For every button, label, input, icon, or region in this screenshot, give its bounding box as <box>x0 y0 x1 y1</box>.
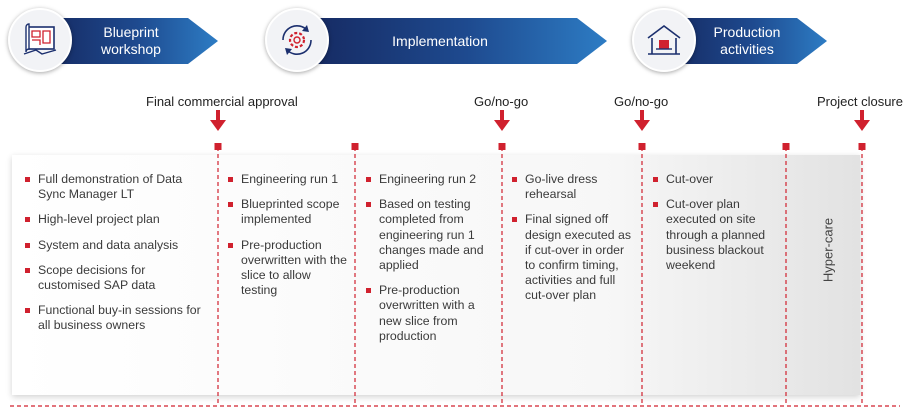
milestone-go-no-go-1: Go/no-go <box>474 94 529 109</box>
milestone-arrow <box>494 110 510 131</box>
list-item: Pre-production overwritten with a new sl… <box>365 283 497 344</box>
phase-arrow <box>295 18 607 64</box>
warehouse-icon <box>632 8 696 72</box>
timeline-band <box>12 155 860 395</box>
list-item: Cut-over <box>652 172 780 187</box>
hyper-care-label: Hyper-care <box>818 200 838 300</box>
phase-implementation: Implementation <box>265 8 607 72</box>
milestone-arrow <box>210 110 226 131</box>
milestone-arrow <box>854 110 870 131</box>
phase-arrow <box>38 18 218 64</box>
list-item: Engineering run 1 <box>227 172 347 187</box>
blueprint-icon <box>8 8 72 72</box>
column-engineering-run-2: Engineering run 2 Based on testing compl… <box>365 172 497 354</box>
gear-cycle-icon <box>265 8 329 72</box>
list-item: High-level project plan <box>24 212 210 227</box>
phase-label: Blueprint workshop <box>101 24 161 57</box>
milestone-arrow <box>634 110 650 131</box>
list-item: Blueprinted scope implemented <box>227 197 347 227</box>
list-item: Functional buy-in sessions for all busin… <box>24 303 210 333</box>
phase-blueprint-workshop: Blueprint workshop <box>8 8 218 72</box>
list-item: Cut-over plan executed on site through a… <box>652 197 780 273</box>
list-item: Engineering run 2 <box>365 172 497 187</box>
column-blueprint: Full demonstration of Data Sync Manager … <box>24 172 210 344</box>
phase-label: Production activities <box>713 24 781 57</box>
phase-production-activities: Production activities <box>632 8 827 72</box>
column-cut-over: Cut-over Cut-over plan executed on site … <box>652 172 780 283</box>
list-item: System and data analysis <box>24 238 210 253</box>
column-go-live-rehearsal: Go-live dress rehearsal Final signed off… <box>511 172 635 314</box>
list-item: Based on testing completed from engineer… <box>365 197 497 273</box>
list-item: Full demonstration of Data Sync Manager … <box>24 172 210 202</box>
milestone-final-commercial-approval: Final commercial approval <box>146 94 298 109</box>
milestone-project-closure: Project closure <box>817 94 903 109</box>
list-item: Final signed off design executed as if c… <box>511 212 635 303</box>
column-engineering-run-1: Engineering run 1 Blueprinted scope impl… <box>227 172 347 308</box>
milestone-go-no-go-2: Go/no-go <box>614 94 669 109</box>
hyper-care-text: Hyper-care <box>820 217 836 283</box>
phase-label: Implementation <box>392 32 488 49</box>
list-item: Scope decisions for customised SAP data <box>24 263 210 293</box>
list-item: Go-live dress rehearsal <box>511 172 635 202</box>
phase-arrow <box>662 18 827 64</box>
list-item: Pre-production overwritten with the slic… <box>227 238 347 299</box>
